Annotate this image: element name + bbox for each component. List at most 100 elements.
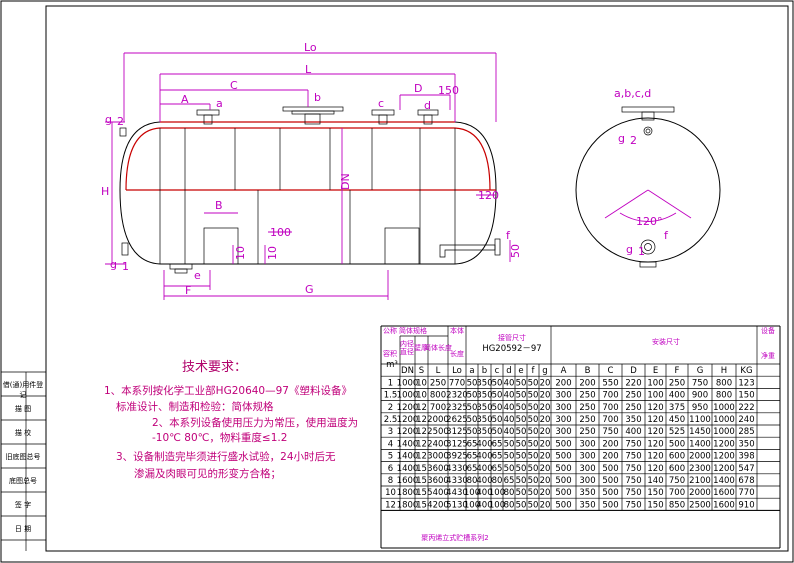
front-view: Lo L C A D 150 H B 100 F G 120 50 10 10 … [101,41,522,300]
cell-r5-c16: 120 [647,439,663,449]
cell-r9-c3: 5400 [427,488,449,498]
saddle-left [203,227,239,265]
cell-r8-c20: 678 [738,476,754,486]
cell-r3-c11: 20 [540,415,551,425]
cell-r9-c4: 4430 [446,488,468,498]
cell-r5-c3: 2400 [427,439,449,449]
cell-r5-c0: 4 [388,439,393,449]
stamp-label-5: 签 字 [14,501,32,509]
cell-r5-c8: 50 [504,439,515,449]
cell-r1-c20: 150 [738,391,754,401]
cell-r7-c2: 15 [416,464,427,474]
cell-r5-c6: 400 [476,439,492,449]
cell-r3-c2: 12 [416,415,427,425]
cell-r6-c18: 2000 [689,452,711,462]
cell-r1-c4: 2320 [446,391,468,401]
cell-r5-c20: 350 [738,439,754,449]
label-g1-sub: 1 [122,260,129,273]
notes-line-4: -10℃ 80℃，物料重度≤1.2 [152,432,288,444]
dim-10a: 10 [234,246,247,260]
cell-r10-c12: 500 [555,500,571,510]
hdr-body-length: 长度 [450,349,464,358]
cell-r7-c13: 300 [579,464,595,474]
label-g2: g [105,113,112,126]
col-header-16: E [653,366,658,376]
col-header-18: G [697,366,704,376]
cell-r4-c15: 400 [625,427,641,437]
cell-r5-c18: 1400 [689,439,711,449]
cell-r6-c7: 65 [492,452,503,462]
cell-r0-c1: 1000 [397,378,419,388]
cell-r9-c17: 700 [669,488,685,498]
cell-r3-c6: 350 [476,415,492,425]
cell-r7-c4: 4330 [446,464,468,474]
cell-r10-c6: 400 [476,500,492,510]
spec-table: 公称容积简体规格内径直径壁厚简体长度本体长度接管尺寸HG20592－97安装尺寸… [380,325,781,549]
side-label-g1: g [626,243,633,256]
cell-r5-c10: 50 [528,439,539,449]
cell-r0-c18: 750 [692,378,708,388]
cell-r5-c14: 200 [602,439,618,449]
cell-r0-c15: 220 [625,378,641,388]
cell-r8-c4: 4330 [446,476,468,486]
cell-r3-c8: 40 [504,415,515,425]
cell-r8-c1: 1600 [397,476,419,486]
cell-r10-c9: 50 [516,500,527,510]
cell-r3-c5: 50 [467,415,478,425]
cell-r4-c13: 250 [579,427,595,437]
cell-r4-c20: 285 [738,427,754,437]
dim-150: 150 [438,84,459,97]
cell-r7-c15: 750 [625,464,641,474]
cell-r9-c15: 750 [625,488,641,498]
label-f: f [506,229,511,242]
cell-r2-c17: 375 [669,403,685,413]
cell-r6-c12: 500 [555,452,571,462]
cell-r2-c5: 50 [467,403,478,413]
nozzle-c [371,109,395,125]
cell-r7-c9: 50 [516,464,527,474]
col-header-6: b [482,366,487,376]
dim-Lo: Lo [304,41,317,54]
nozzle-f [439,244,496,258]
dim-L: L [305,63,312,76]
cell-r7-c6: 400 [476,464,492,474]
cell-r2-c3: 700 [430,403,446,413]
label-g2-sub: 2 [117,115,124,128]
stamp-label-4: 底图总号 [9,477,37,485]
cell-r3-c15: 350 [625,415,641,425]
cell-r7-c10: 50 [528,464,539,474]
col-header-13: B [585,366,591,376]
cell-r4-c14: 750 [602,427,618,437]
nozzle-a [196,109,220,125]
cell-r2-c6: 350 [476,403,492,413]
cell-r10-c19: 1600 [713,500,735,510]
hdr-nozzle-size: 接管尺寸 [498,333,526,342]
cell-r4-c19: 1000 [713,427,735,437]
cell-r10-c15: 750 [625,500,641,510]
nozzle-b [282,106,344,125]
hdr-install-size: 安装尺寸 [652,337,680,346]
cell-r4-c10: 50 [528,427,539,437]
side-label-angle: 120° [636,215,663,228]
cell-r10-c0: 12 [385,500,396,510]
cell-r3-c18: 1100 [689,415,711,425]
cell-r10-c8: 80 [504,500,515,510]
cell-r1-c13: 250 [579,391,595,401]
side-label-abcd: a,b,c,d [614,87,651,100]
hdr-unit-m3: m³ [386,360,398,370]
nozzle-g2 [119,127,127,137]
cell-r2-c0: 2 [388,403,393,413]
dim-10b: 10 [266,246,279,260]
cell-r3-c12: 300 [555,415,571,425]
cell-r5-c1: 1400 [397,439,419,449]
cell-r7-c3: 3600 [427,464,449,474]
cell-r8-c5: 80 [467,476,478,486]
cell-r6-c17: 600 [669,452,685,462]
cell-r6-c16: 120 [647,452,663,462]
cell-r1-c1: 1000 [397,391,419,401]
cell-r5-c12: 500 [555,439,571,449]
cell-r4-c6: 350 [476,427,492,437]
dim-G: G [305,283,314,296]
cell-r7-c17: 600 [669,464,685,474]
cell-r1-c5: 50 [467,391,478,401]
